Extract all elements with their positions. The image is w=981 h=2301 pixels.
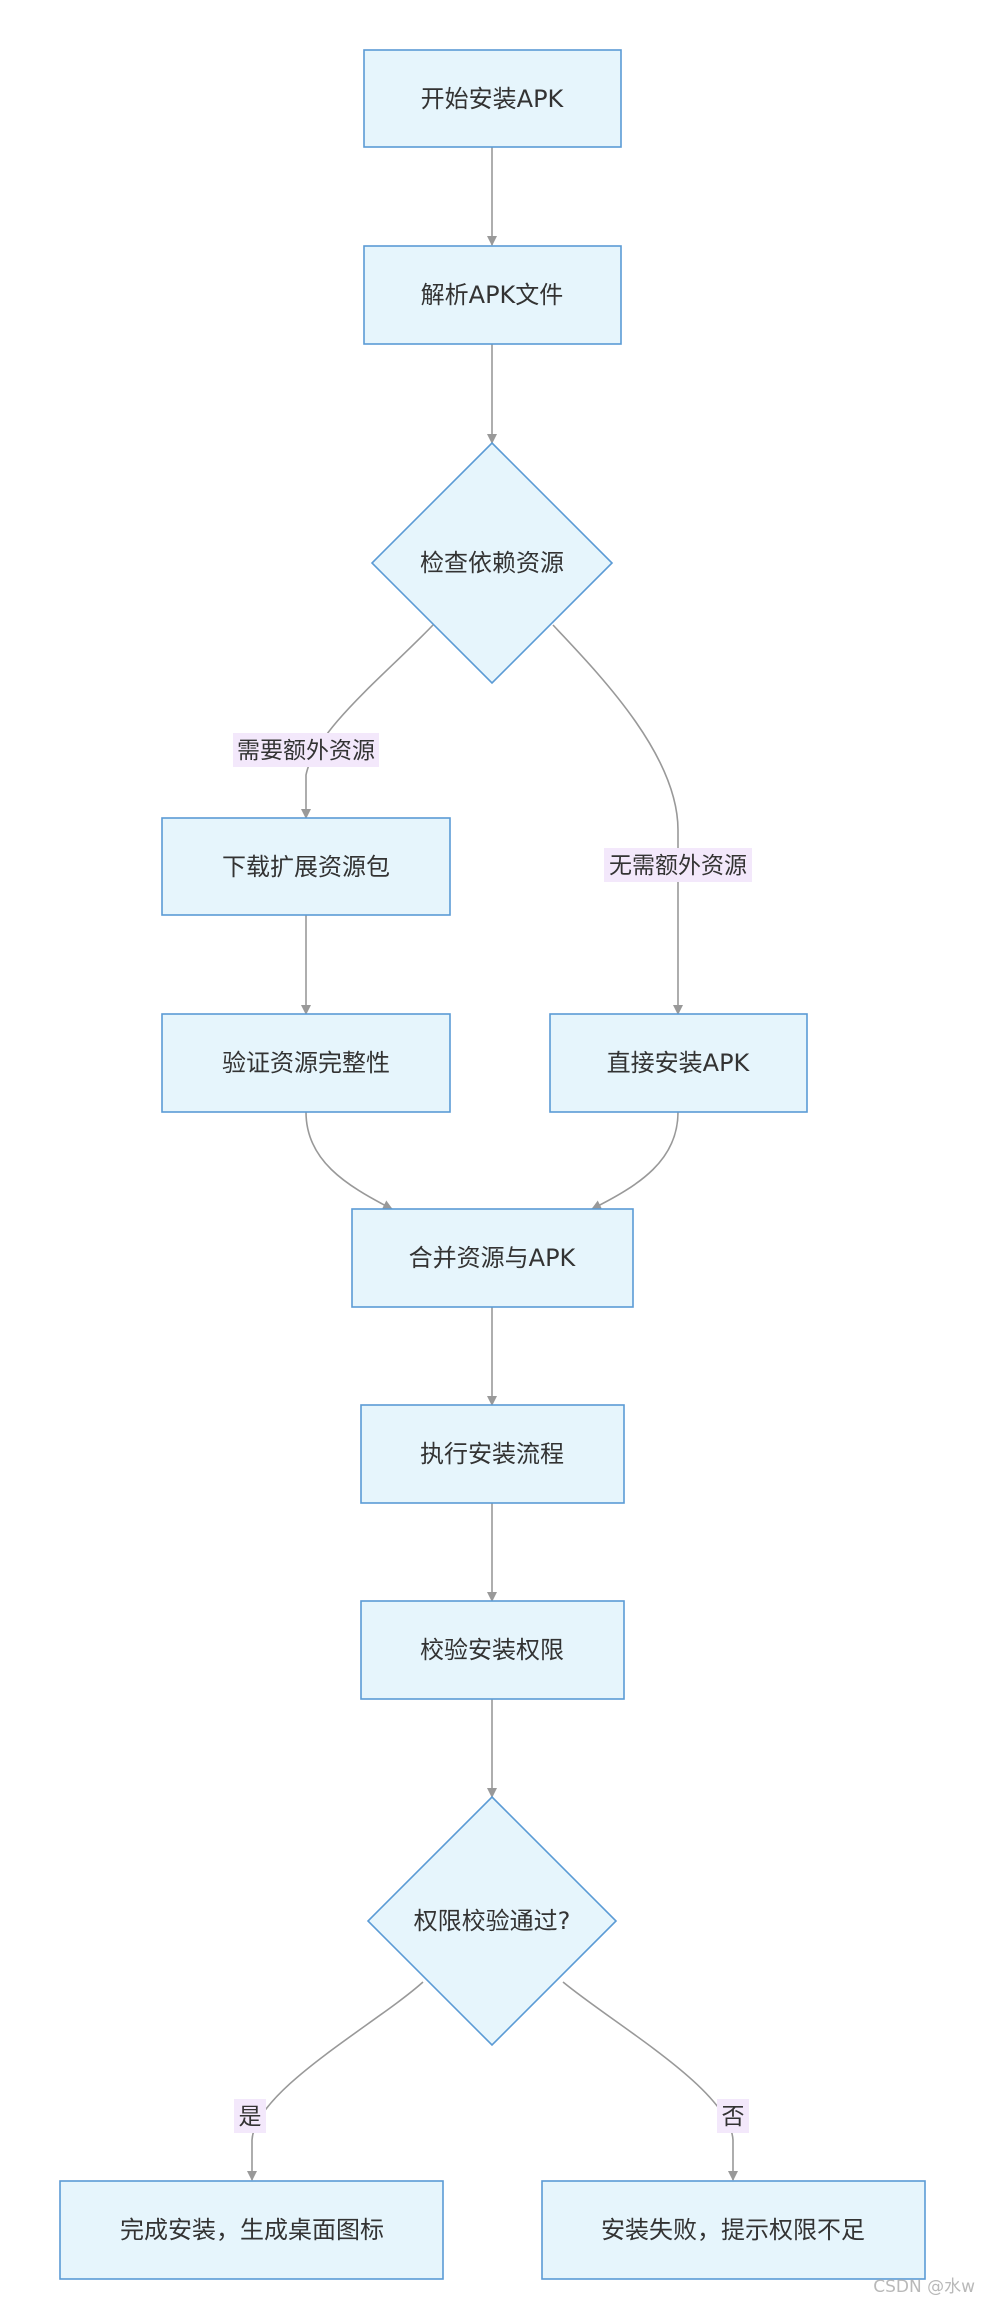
svg-text:无需额外资源: 无需额外资源 xyxy=(609,853,747,879)
node-fail: 安装失败，提示权限不足 xyxy=(541,2180,926,2280)
svg-text:完成安装，生成桌面图标: 完成安装，生成桌面图标 xyxy=(120,2216,384,2244)
edge-label-yes: 是 xyxy=(234,2099,266,2133)
node-download: 下载扩展资源包 xyxy=(161,817,451,916)
node-perm-pass: 权限校验通过? xyxy=(366,1795,618,2047)
node-check-deps: 检查依赖资源 xyxy=(370,441,614,685)
edge-label-no-extra: 无需额外资源 xyxy=(604,848,752,882)
nodes: 开始安装APK 解析APK文件 检查依赖资源 下载扩展资源包 验证资源完整性 直… xyxy=(59,49,926,2280)
svg-text:权限校验通过?: 权限校验通过? xyxy=(414,1907,571,1935)
svg-text:下载扩展资源包: 下载扩展资源包 xyxy=(222,853,390,881)
node-check-perm: 校验安装权限 xyxy=(360,1600,625,1700)
node-success: 完成安装，生成桌面图标 xyxy=(59,2180,444,2280)
svg-text:合并资源与APK: 合并资源与APK xyxy=(409,1244,577,1272)
svg-text:直接安装APK: 直接安装APK xyxy=(607,1049,751,1077)
watermark: CSDN @水w xyxy=(873,2277,975,2297)
edge-pass-success xyxy=(247,1981,424,2181)
edge-check-deps-direct xyxy=(552,624,683,1015)
node-parse: 解析APK文件 xyxy=(363,245,622,345)
node-execute: 执行安装流程 xyxy=(360,1404,625,1504)
svg-text:检查依赖资源: 检查依赖资源 xyxy=(420,549,564,577)
svg-text:需要额外资源: 需要额外资源 xyxy=(237,738,375,764)
edge-check-deps-download xyxy=(301,624,434,819)
svg-text:执行安装流程: 执行安装流程 xyxy=(420,1440,564,1468)
svg-text:开始安装APK: 开始安装APK xyxy=(421,85,565,113)
edge-label-no: 否 xyxy=(717,2099,749,2133)
edge-direct-merge xyxy=(591,1111,679,1210)
svg-text:校验安装权限: 校验安装权限 xyxy=(420,1636,564,1664)
node-merge: 合并资源与APK xyxy=(351,1208,634,1308)
svg-text:是: 是 xyxy=(239,2104,262,2130)
svg-text:否: 否 xyxy=(722,2104,745,2130)
edge-verify-merge xyxy=(305,1111,393,1210)
node-direct-install: 直接安装APK xyxy=(549,1013,808,1113)
edge-pass-fail xyxy=(562,1981,738,2181)
node-start: 开始安装APK xyxy=(363,49,622,148)
edge-labels: 需要额外资源 无需额外资源 是 否 xyxy=(233,733,752,2133)
svg-text:验证资源完整性: 验证资源完整性 xyxy=(222,1049,390,1077)
svg-text:安装失败，提示权限不足: 安装失败，提示权限不足 xyxy=(601,2216,865,2244)
edge-label-need-extra: 需要额外资源 xyxy=(233,733,379,767)
node-verify: 验证资源完整性 xyxy=(161,1013,451,1113)
svg-text:解析APK文件: 解析APK文件 xyxy=(421,281,564,309)
